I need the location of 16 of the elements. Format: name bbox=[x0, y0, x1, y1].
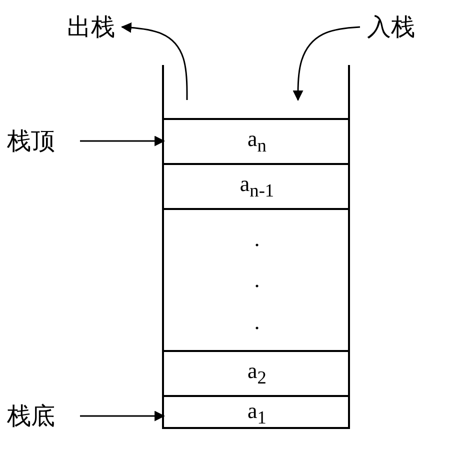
stack-label: 栈底 bbox=[7, 401, 55, 432]
arrow bbox=[292, 26, 360, 102]
cell-text: a$_{n}$ bbox=[248, 126, 266, 157]
cell-text: a$_{n-1}$ bbox=[240, 171, 274, 202]
stack-label: 入栈 bbox=[367, 12, 415, 43]
arrow bbox=[80, 410, 166, 422]
cell-text: . bbox=[254, 308, 260, 334]
cell-text: . bbox=[254, 226, 260, 252]
cell-text: a$_{1}$ bbox=[248, 398, 266, 428]
stack-container bbox=[162, 100, 350, 429]
cell-text: . bbox=[254, 267, 260, 293]
arrow bbox=[80, 136, 166, 146]
cell-text: a$_{2}$ bbox=[248, 358, 266, 389]
stack-label: 栈顶 bbox=[7, 126, 55, 157]
stack-label: 出栈 bbox=[67, 12, 115, 43]
arrow bbox=[120, 22, 188, 100]
